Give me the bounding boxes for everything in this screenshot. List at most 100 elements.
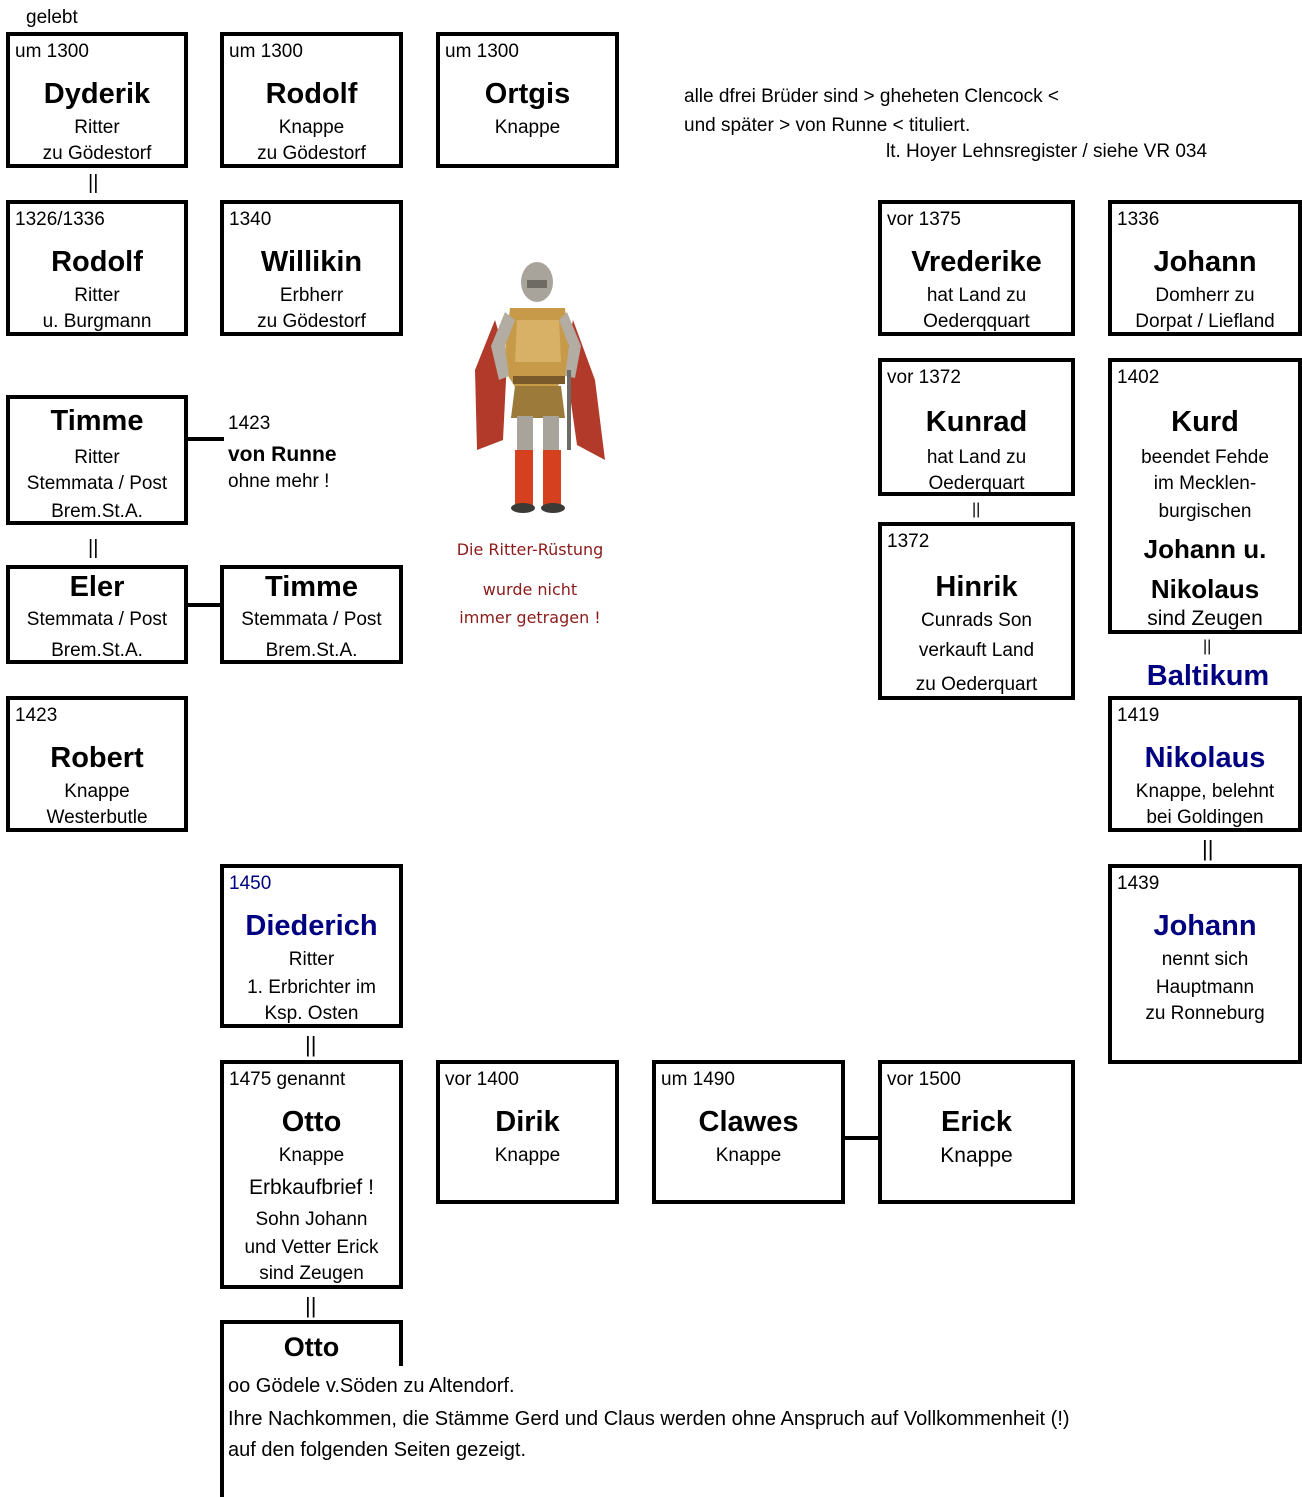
- year-label: um 1490: [661, 1069, 735, 1090]
- person-box-erick: vor 1500 Erick Knappe: [878, 1060, 1075, 1204]
- year-label: 1326/1336: [15, 209, 105, 230]
- year-label: vor 1372: [887, 367, 961, 388]
- side-name: von Runne: [228, 443, 337, 466]
- person-box-diederich: 1450 Diederich Ritter 1. Erbrichter im K…: [220, 864, 403, 1028]
- caption-line-2: wurde nicht: [482, 580, 578, 599]
- person-line: bei Goldingen: [1146, 807, 1264, 828]
- person-line: Hauptmann: [1155, 977, 1255, 998]
- person-line: Ritter: [74, 285, 120, 306]
- side-note: ohne mehr !: [228, 471, 330, 492]
- person-line: Ksp. Osten: [264, 1003, 359, 1024]
- person-name: Dirik: [495, 1106, 560, 1138]
- year-label: 1372: [887, 531, 930, 552]
- person-line: Erbherr: [279, 285, 344, 306]
- person-name: Eler: [69, 571, 125, 603]
- person-line: im Mecklen-: [1153, 473, 1257, 494]
- bottom-line-3: auf den folgenden Seiten gezeigt.: [228, 1439, 527, 1461]
- person-name: Kunrad: [925, 406, 1028, 438]
- person-line: Domherr zu: [1155, 285, 1255, 306]
- person-box-nikolaus: 1419 Nikolaus Knappe, belehnt bei Goldin…: [1108, 696, 1302, 832]
- connector-line: [843, 1136, 880, 1140]
- person-name: Erick: [941, 1106, 1012, 1138]
- person-line: u. Burgmann: [42, 311, 152, 332]
- person-box-rodolf-1326: 1326/1336 Rodolf Ritter u. Burgmann: [6, 200, 188, 336]
- person-box-hinrik: 1372 Hinrik Cunrads Son verkauft Land zu…: [878, 522, 1075, 700]
- person-name: Johann: [1153, 910, 1257, 942]
- year-label: 1402: [1117, 367, 1160, 388]
- person-line: Knappe: [940, 1144, 1013, 1167]
- person-box-johann-1336: 1336 Johann Domherr zu Dorpat / Liefland: [1108, 200, 1302, 336]
- person-name: Johann u.: [1143, 534, 1267, 564]
- person-name: Rodolf: [265, 78, 358, 110]
- person-name: Rodolf: [51, 246, 143, 278]
- year-label: 1423: [15, 705, 58, 726]
- person-name: Clawes: [698, 1106, 799, 1138]
- year-label: vor 1375: [887, 209, 961, 230]
- person-line: zu Gödestorf: [257, 143, 366, 164]
- person-line: zu Ronneburg: [1145, 1003, 1265, 1024]
- year-label: 1439: [1117, 873, 1160, 894]
- person-box-timme-stemmata: Timme Stemmata / Post Brem.St.A.: [220, 565, 403, 664]
- person-line: Westerbutle: [46, 807, 148, 828]
- person-line: sind Zeugen: [259, 1263, 364, 1284]
- year-label: um 1300: [15, 41, 89, 62]
- person-line: Ritter: [74, 117, 120, 138]
- person-line: Knappe: [715, 1145, 782, 1166]
- descent-connector: ||: [972, 501, 981, 518]
- person-line: Knappe: [278, 117, 345, 138]
- person-box-robert: 1423 Robert Knappe Westerbutle: [6, 696, 188, 832]
- person-line: und Vetter Erick: [244, 1237, 379, 1258]
- person-line: hat Land zu: [926, 285, 1027, 306]
- person-line: Knappe, belehnt: [1135, 781, 1275, 802]
- person-box-willikin: 1340 Willikin Erbherr zu Gödestorf: [220, 200, 403, 336]
- gelebt-label: gelebt: [26, 7, 78, 28]
- baltikum-label: Baltikum: [1146, 660, 1270, 692]
- person-name: Otto: [283, 1332, 340, 1362]
- knight-in-armor-figure: [475, 262, 605, 513]
- descent-connector: ||: [1203, 638, 1212, 655]
- person-name: Dyderik: [43, 78, 151, 110]
- year-label: 1419: [1117, 705, 1160, 726]
- person-name: Johann: [1153, 246, 1257, 278]
- year-label: vor 1500: [887, 1069, 961, 1090]
- person-box-eler: Eler Stemmata / Post Brem.St.A.: [6, 565, 188, 664]
- person-box-rodolf-1300: um 1300 Rodolf Knappe zu Gödestorf: [220, 32, 403, 168]
- bottom-line-1: oo Gödele v.Söden zu Altendorf.: [228, 1375, 515, 1397]
- person-name: Timme: [50, 405, 144, 437]
- person-line: beendet Fehde: [1141, 447, 1269, 468]
- person-box-dyderik: um 1300 Dyderik Ritter zu Gödestorf: [6, 32, 188, 168]
- person-box-ortgis: um 1300 Ortgis Knappe: [436, 32, 619, 168]
- note-line-3: lt. Hoyer Lehnsregister / siehe VR 034: [886, 141, 1208, 162]
- person-line: Oederqquart: [923, 311, 1030, 332]
- connector-line: [186, 603, 222, 607]
- person-line: verkauft Land: [918, 640, 1035, 661]
- person-line: Erbkaufbrief !: [249, 1176, 374, 1199]
- person-name: Nikolaus: [1150, 574, 1260, 604]
- person-name: Kurd: [1171, 406, 1239, 438]
- person-name: Vrederike: [911, 246, 1042, 278]
- caption-line-1: Die Ritter-Rüstung: [456, 540, 604, 559]
- person-line: Ritter: [74, 447, 120, 468]
- person-line: Stemmata / Post: [26, 473, 168, 494]
- person-name: Timme: [265, 571, 358, 603]
- person-box-kunrad: vor 1372 Kunrad hat Land zu Oederquart: [878, 358, 1075, 496]
- year-label: 1340: [229, 209, 272, 230]
- person-box-timme-ritter: Timme Ritter Stemmata / Post Brem.St.A.: [6, 395, 188, 525]
- person-line: Knappe: [494, 1145, 561, 1166]
- descent-connector: ||: [305, 1032, 317, 1057]
- year-label: um 1300: [445, 41, 519, 62]
- frame-right-line: [399, 1320, 403, 1366]
- person-name: Otto: [281, 1106, 342, 1138]
- person-box-clawes: um 1490 Clawes Knappe: [652, 1060, 845, 1204]
- person-box-otto-1475: 1475 genannt Otto Knappe Erbkaufbrief ! …: [220, 1060, 403, 1289]
- person-line: Knappe: [64, 781, 130, 802]
- note-line-1: alle dfrei Brüder sind > gheheten Clenco…: [684, 86, 1059, 107]
- descent-connector: ||: [88, 537, 99, 559]
- descent-connector: ||: [305, 1293, 317, 1318]
- person-line: burgischen: [1158, 501, 1252, 522]
- person-line: Oederquart: [928, 473, 1025, 494]
- connector-line: [186, 437, 224, 441]
- year-label: 1450: [229, 873, 272, 894]
- person-line: 1. Erbrichter im: [247, 977, 376, 998]
- year-label: 1475 genannt: [229, 1069, 346, 1090]
